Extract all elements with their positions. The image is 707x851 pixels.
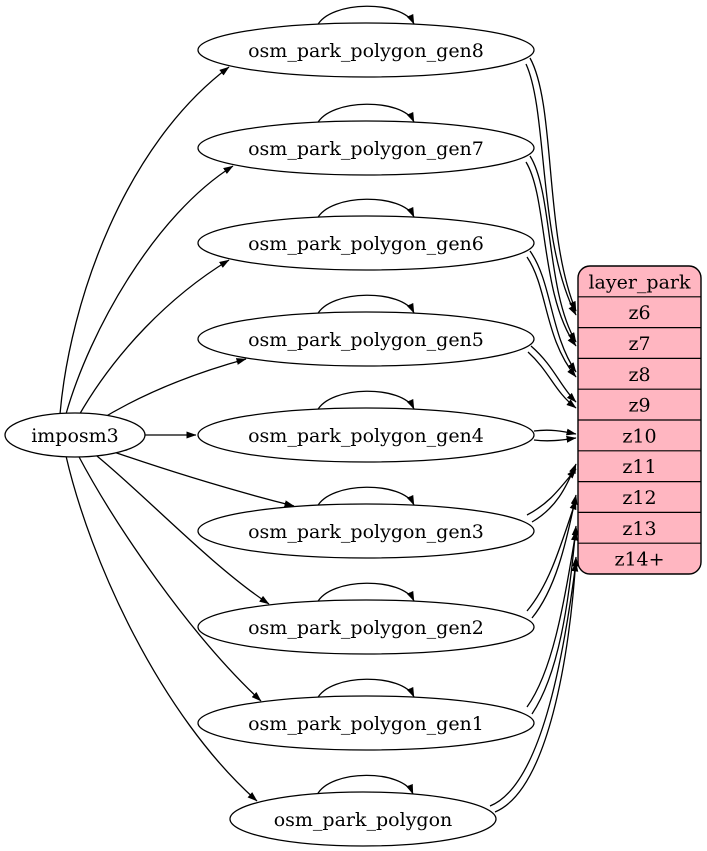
node-imposm3: imposm3 (4, 412, 146, 458)
edge-imposm3-gen7 (65, 165, 234, 415)
node-gen6: osm_park_polygon_gen6 (197, 215, 535, 271)
edge-gen1-z13-a (531, 525, 579, 715)
node-gen3-shape (197, 503, 535, 559)
node-gen5-label: osm_park_polygon_gen5 (248, 329, 484, 351)
node-gen5-shape (197, 311, 535, 367)
row-z14plus: z14+ (614, 549, 664, 571)
edge-gen2-z12-a (531, 494, 578, 619)
edge-gen3-z11-b (526, 468, 577, 516)
edge-imposm3-gen6 (77, 259, 230, 418)
selfloop-gen3 (316, 486, 415, 508)
node-gen6-label: osm_park_polygon_gen6 (248, 233, 484, 255)
edge-gen6-z8-a (529, 250, 577, 373)
node-gen4-label: osm_park_polygon_gen4 (248, 425, 484, 447)
edge-imposm3-gen3 (107, 449, 295, 508)
node-polygon-shape (229, 791, 497, 847)
edge-polygon-z14-b (489, 561, 579, 807)
edge-gen3-z11-a (531, 463, 577, 523)
selfloop-gen5 (316, 294, 415, 316)
edge-imposm3-gen2 (91, 451, 270, 605)
row-z11: z11 (622, 456, 656, 478)
edge-gen1-z13-b (526, 530, 578, 708)
edge-gen6-z8-b (526, 256, 577, 378)
edge-gen2-z12-b (526, 499, 577, 612)
edge-imposm3-gen1 (77, 454, 262, 702)
edge-gen4-z10-a (533, 428, 577, 436)
selfloop-gen7 (316, 103, 415, 125)
edge-polygon-z14-a (494, 556, 579, 813)
node-gen8-label: osm_park_polygon_gen8 (248, 40, 484, 62)
node-gen1: osm_park_polygon_gen1 (197, 695, 535, 751)
node-gen4-shape (197, 407, 535, 463)
node-gen4: osm_park_polygon_gen4 (197, 407, 535, 463)
node-gen7: osm_park_polygon_gen7 (197, 120, 535, 176)
selfloop-gen2 (316, 582, 415, 604)
row-z8: z8 (628, 364, 650, 386)
edge-gen8-z6-a (529, 57, 577, 312)
node-polygon: osm_park_polygon (229, 791, 497, 847)
edge-gen7-z7-b (525, 161, 577, 347)
row-z10: z10 (622, 425, 656, 447)
selfloop-gen4 (316, 390, 415, 412)
edge-gen5-z9-a (530, 345, 577, 403)
row-z6: z6 (628, 302, 650, 324)
layer-park-title: layer_park (588, 272, 691, 294)
node-imposm3-label: imposm3 (31, 425, 119, 447)
selfloop-polygon (316, 774, 414, 796)
edges-self-loops (316, 5, 415, 796)
node-gen2-label: osm_park_polygon_gen2 (248, 617, 484, 639)
node-gen8: osm_park_polygon_gen8 (197, 22, 535, 78)
selfloop-gen8 (316, 5, 415, 27)
edge-imposm3-gen8 (59, 66, 230, 415)
edges-tables-to-rows (489, 57, 579, 813)
node-gen1-shape (197, 695, 535, 751)
node-gen3: osm_park_polygon_gen3 (197, 503, 535, 559)
node-gen6-shape (197, 215, 535, 271)
row-z12: z12 (622, 487, 656, 509)
node-gen7-shape (197, 120, 535, 176)
edge-gen5-z9-b (527, 351, 577, 409)
edge-gen4-z10-b (533, 435, 577, 443)
node-gen2: osm_park_polygon_gen2 (197, 599, 535, 655)
node-gen8-shape (197, 22, 535, 78)
row-z7: z7 (628, 333, 650, 355)
edge-gen7-z7-a (529, 155, 577, 343)
node-gen1-label: osm_park_polygon_gen1 (248, 713, 484, 735)
node-gen5: osm_park_polygon_gen5 (197, 311, 535, 367)
layer-park-record: layer_park z6 z7 z8 z9 z10 z11 z12 z13 z… (577, 265, 702, 575)
edge-gen8-z6-b (525, 63, 577, 316)
edges-source-to-tables (59, 66, 295, 802)
node-imposm3-shape (4, 412, 146, 458)
selfloop-gen1 (316, 678, 415, 700)
node-gen3-label: osm_park_polygon_gen3 (248, 521, 484, 543)
edge-imposm3-gen5 (97, 358, 247, 422)
row-z13: z13 (622, 518, 656, 540)
node-gen2-shape (197, 599, 535, 655)
selfloop-gen6 (316, 198, 415, 220)
row-z9: z9 (628, 395, 650, 417)
edge-imposm3-polygon (65, 455, 258, 802)
node-polygon-label: osm_park_polygon (274, 809, 453, 831)
node-gen7-label: osm_park_polygon_gen7 (248, 138, 484, 160)
